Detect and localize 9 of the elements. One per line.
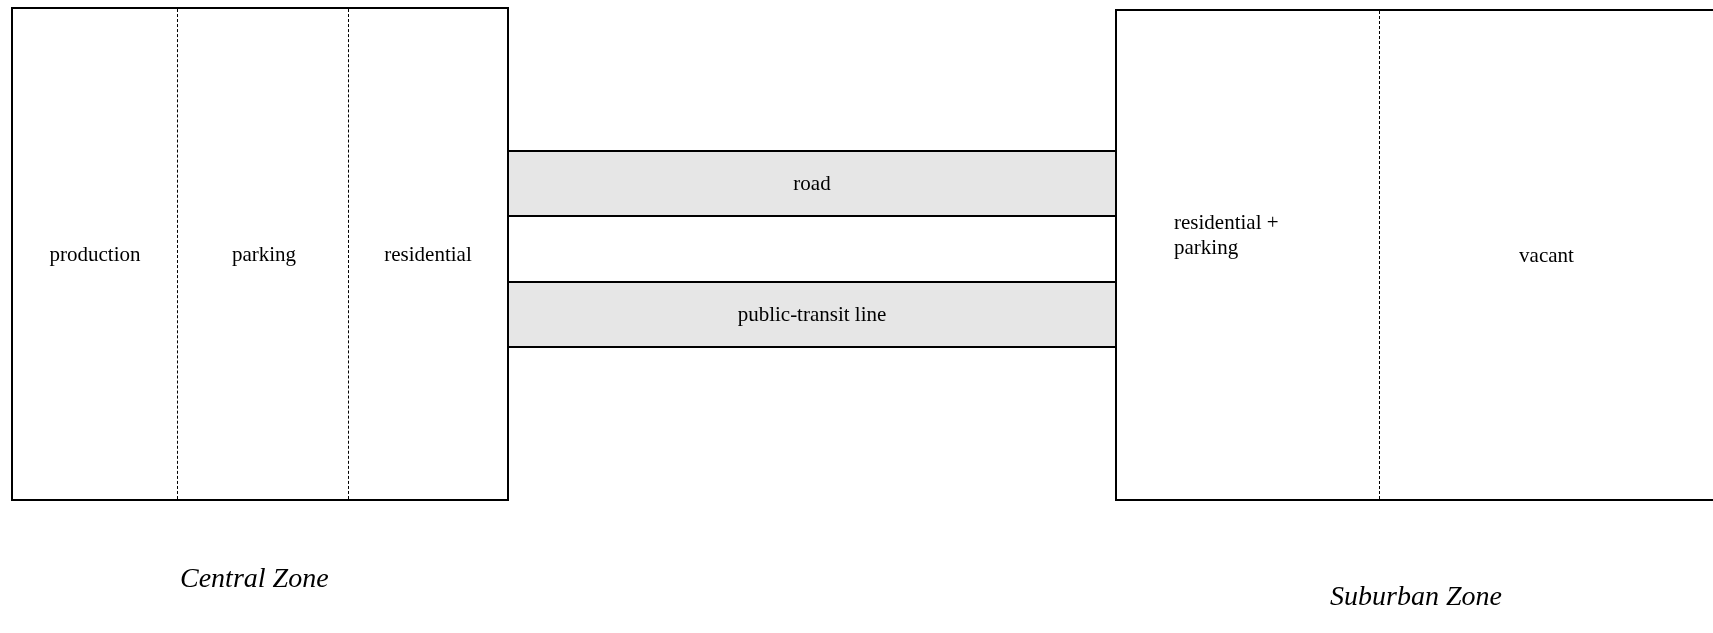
land-use-area: parking: [180, 9, 349, 499]
land-use-area: production: [13, 9, 178, 499]
road-band: road: [507, 150, 1117, 217]
transit-band: public-transit line: [507, 281, 1117, 348]
zone-label: Central Zone: [180, 562, 329, 594]
zone-label: Suburban Zone: [1330, 580, 1502, 612]
land-use-area: residential + parking: [1117, 11, 1380, 499]
land-use-area: vacant: [1382, 11, 1711, 499]
land-use-area: residential: [351, 9, 505, 499]
